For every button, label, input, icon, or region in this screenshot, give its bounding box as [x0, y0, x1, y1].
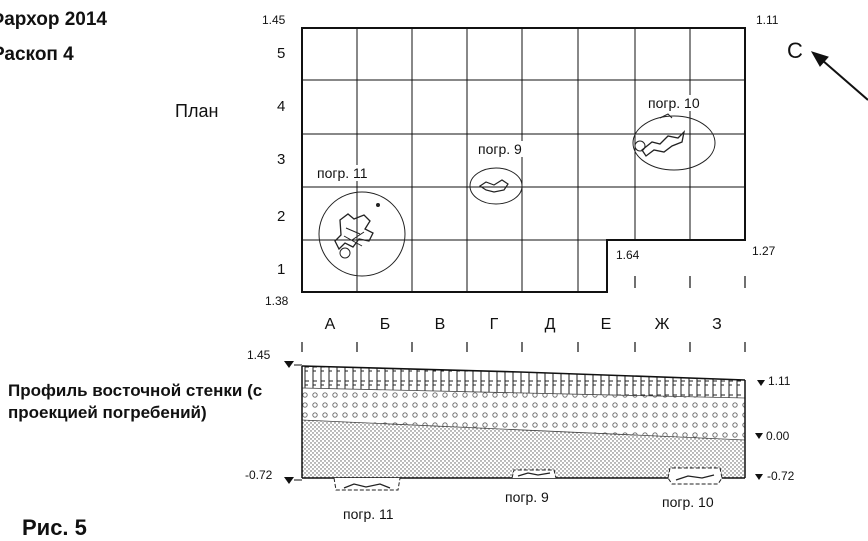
profile-column-ticks — [301, 342, 746, 352]
plan-elev-top-right: 1.11 — [756, 13, 779, 27]
plan-ticks — [634, 276, 746, 288]
column-label-v: В — [434, 316, 446, 333]
profile-elev-right-top: 1.11 — [768, 374, 791, 388]
excavation-drawing — [284, 27, 868, 491]
plan-burial-10-label: погр. 10 — [646, 95, 702, 111]
column-label-e: Е — [600, 316, 612, 333]
plan-grid — [301, 27, 746, 293]
plan-burial-9 — [469, 167, 523, 205]
excavation-title: Раскоп 4 — [0, 44, 74, 65]
profile-elev-right-bottom: -0.72 — [767, 469, 795, 483]
column-label-a: А — [324, 316, 336, 333]
row-label-3: 3 — [277, 151, 286, 168]
profile-elev-right-mid: 0.00 — [766, 429, 790, 443]
figure-caption: Рис. 5 — [22, 515, 87, 540]
profile-elev-left-top: 1.45 — [247, 348, 271, 362]
plan-elev-top-left: 1.45 — [262, 13, 286, 27]
column-label-z: З — [712, 316, 722, 333]
north-arrow-icon — [810, 51, 868, 101]
profile-burial-9 — [511, 469, 557, 479]
elevation-markers — [284, 361, 765, 484]
site-title: Фархор 2014 — [0, 9, 107, 30]
plan-elev-bottom-left: 1.38 — [265, 294, 289, 308]
profile-burial-10-label: погр. 10 — [660, 494, 716, 510]
profile-burial-10 — [667, 467, 723, 485]
north-label: С — [787, 38, 803, 63]
column-label-b: Б — [379, 316, 391, 333]
profile-burial-11-label: погр. 11 — [341, 506, 396, 522]
plan-burial-10 — [632, 113, 716, 171]
plan-burial-11-label: погр. 11 — [315, 165, 370, 181]
row-label-5: 5 — [277, 45, 286, 62]
profile-elev-left-bottom: -0.72 — [245, 468, 273, 482]
plan-burial-11 — [318, 191, 406, 277]
profile-section — [301, 365, 746, 479]
profile-label: Профиль восточной стенки (с проекцией по… — [8, 381, 263, 422]
profile-burial-11 — [333, 477, 401, 491]
plan-elev-right: 1.27 — [752, 244, 776, 258]
profile-burial-9-label: погр. 9 — [503, 489, 551, 505]
column-label-zh: Ж — [654, 316, 670, 333]
column-label-d: Д — [544, 316, 556, 333]
plan-burial-9-label: погр. 9 — [476, 141, 524, 157]
column-label-g: Г — [489, 316, 499, 333]
plan-elev-step: 1.64 — [616, 248, 640, 262]
plan-label: План — [175, 101, 219, 121]
row-label-4: 4 — [277, 98, 286, 115]
row-label-1: 1 — [277, 261, 286, 278]
row-label-2: 2 — [277, 208, 286, 225]
